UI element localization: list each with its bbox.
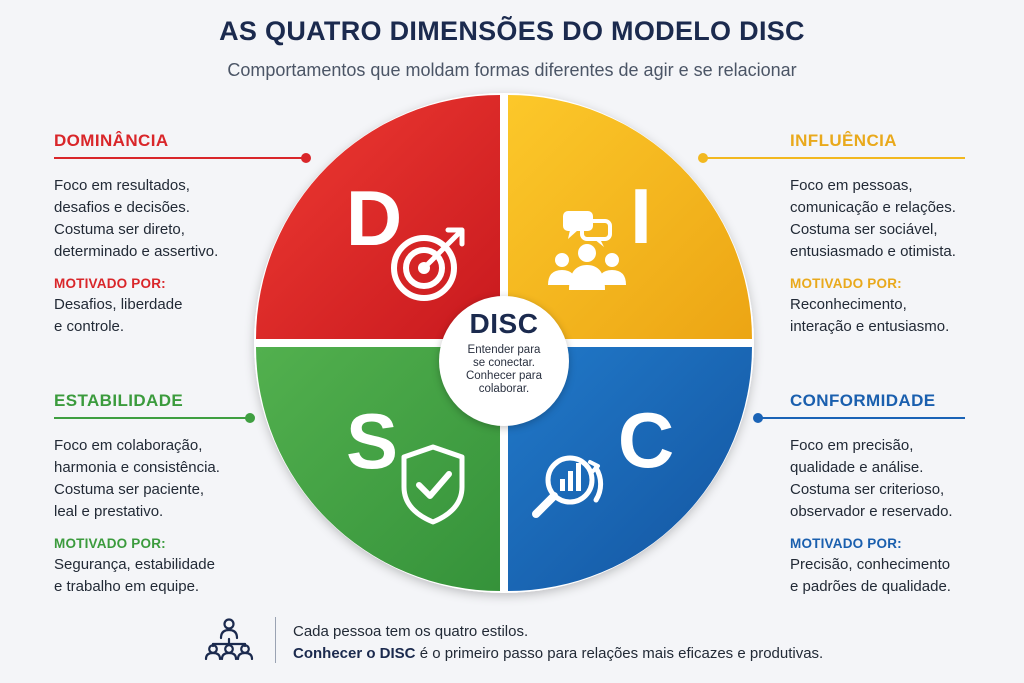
motivated-label: MOTIVADO POR:: [790, 536, 902, 551]
disc-center: DISC Entender para se conectar. Conhecer…: [439, 296, 569, 426]
panel-description: Foco em resultados, desafios e decisões.…: [54, 177, 219, 260]
motivated-value: Precisão, conhecimento e padrões de qual…: [790, 556, 951, 595]
page-subtitle: Comportamentos que moldam formas diferen…: [227, 60, 797, 80]
target-icon: [391, 227, 465, 301]
letter-d: D: [346, 174, 402, 262]
letter-s: S: [346, 397, 398, 485]
motivated-value: Segurança, estabilidade e trabalho em eq…: [54, 556, 215, 595]
panel-title: ESTABILIDADE: [54, 391, 184, 410]
connector-dot: [301, 153, 311, 163]
connector-dot: [245, 413, 255, 423]
connector-line: [758, 417, 965, 419]
letter-c: C: [618, 396, 674, 484]
panel-conformidade: CONFORMIDADE Foco em precisão, qualidade…: [753, 391, 1020, 598]
people-chat-icon: [548, 211, 626, 290]
panel-estabilidade: ESTABILIDADE Foco em colaboração, harmon…: [54, 391, 284, 598]
connector-line: [703, 157, 965, 159]
quadrant-s: [256, 347, 500, 591]
footer-line-1: Cada pessoa tem os quatro estilos.: [293, 623, 529, 640]
panel-title: INFLUÊNCIA: [790, 131, 897, 150]
connector-dot: [698, 153, 708, 163]
motivated-label: MOTIVADO POR:: [54, 276, 166, 291]
connector-line: [54, 157, 306, 159]
letter-i: I: [630, 172, 652, 260]
motivated-label: MOTIVADO POR:: [790, 276, 902, 291]
connector-dot: [753, 413, 763, 423]
quadrant-c: [508, 347, 752, 591]
footer-line-2-rest: é o primeiro passo para relações mais ef…: [415, 645, 824, 662]
center-tagline: Entender para se conectar. Conhecer para…: [465, 344, 543, 395]
page-title: AS QUATRO DIMENSÕES DO MODELO DISC: [219, 16, 805, 46]
motivated-value: Reconhecimento, interação e entusiasmo.: [790, 296, 950, 335]
shield-check-icon: [401, 444, 465, 525]
motivated-label: MOTIVADO POR:: [54, 536, 166, 551]
panel-dominancia: DOMINÂNCIA Foco em resultados, desafios …: [54, 131, 311, 338]
panel-description: Foco em pessoas, comunicação e relações.…: [790, 177, 956, 260]
panel-description: Foco em precisão, qualidade e análise. C…: [790, 437, 953, 520]
panel-title: CONFORMIDADE: [790, 391, 936, 410]
panel-description: Foco em colaboração, harmonia e consistê…: [54, 437, 220, 520]
connector-line: [54, 417, 250, 419]
magnifier-chart-icon: [532, 455, 604, 518]
footer-line-2-bold: Conhecer o DISC: [293, 645, 416, 662]
panel-influencia: INFLUÊNCIA Foco em pessoas, comunicação …: [698, 131, 1020, 338]
motivated-value: Desafios, liberdade e controle.: [54, 296, 183, 335]
footer-divider: [275, 617, 276, 663]
panel-title: DOMINÂNCIA: [54, 131, 169, 150]
footer-line-2: Conhecer o DISC é o primeiro passo para …: [293, 645, 823, 662]
team-network-icon: [204, 618, 254, 660]
center-title: DISC: [469, 308, 539, 339]
